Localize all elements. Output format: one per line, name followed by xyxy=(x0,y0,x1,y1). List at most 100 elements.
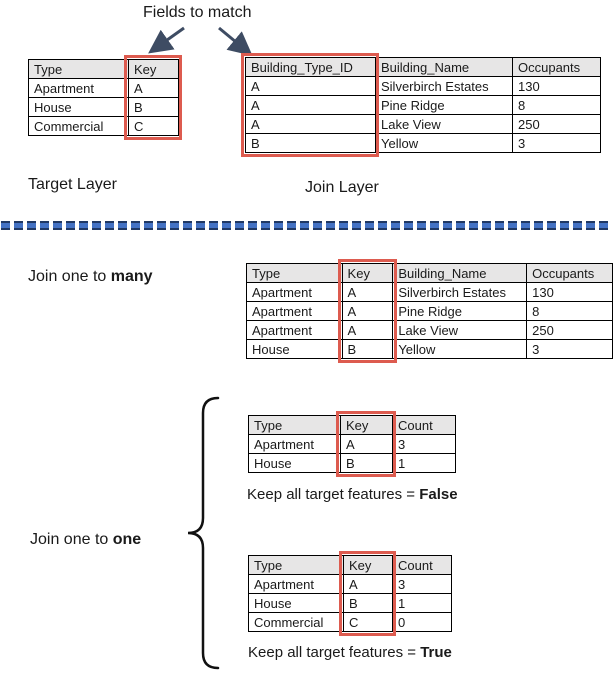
divider-dash xyxy=(482,221,491,230)
table-cell: 8 xyxy=(526,301,613,321)
table-cell: Silverbirch Estates xyxy=(375,76,513,96)
column-header: Type xyxy=(28,59,129,79)
column-header: Building_Name xyxy=(375,57,513,77)
divider-dash xyxy=(144,221,153,230)
divider-dash xyxy=(404,221,413,230)
table-cell: House xyxy=(246,339,343,359)
table-cell: A xyxy=(128,78,179,98)
divider-dash xyxy=(105,221,114,230)
join-one-to-many-label: Join one to many xyxy=(28,268,153,286)
divider-dash xyxy=(209,221,218,230)
fields-to-match-label: Fields to match xyxy=(143,4,252,21)
join-one-to-many-label-bold: many xyxy=(110,268,153,285)
column-header: Type xyxy=(248,555,344,575)
keep-all-true-caption-bold: True xyxy=(420,644,452,661)
divider-dash xyxy=(495,221,504,230)
table-cell: 3 xyxy=(392,434,456,454)
table-cell: A xyxy=(343,574,393,594)
divider-dash xyxy=(313,221,322,230)
table-cell: House xyxy=(28,97,129,117)
divider-dash xyxy=(326,221,335,230)
table-cell: 0 xyxy=(392,612,452,632)
table-cell: A xyxy=(341,301,394,321)
table-cell: Silverbirch Estates xyxy=(392,282,528,302)
divider-dash xyxy=(365,221,374,230)
table-cell: A xyxy=(341,320,394,340)
arrow-to-target-key-icon xyxy=(148,26,185,54)
column-header: Count xyxy=(392,555,452,575)
table-cell: Yellow xyxy=(375,133,513,153)
table-cell: 130 xyxy=(526,282,613,302)
table-cell: 130 xyxy=(512,76,601,96)
table-cell: A xyxy=(245,114,376,134)
divider-dash xyxy=(469,221,478,230)
table-cell: Pine Ridge xyxy=(392,301,528,321)
table-cell: 1 xyxy=(392,453,456,473)
table-cell: B xyxy=(343,593,393,613)
column-header: Key xyxy=(341,263,394,283)
table-cell: A xyxy=(340,434,393,454)
column-header: Key xyxy=(343,555,393,575)
keep-all-true-caption-prefix: Keep all target features = xyxy=(248,644,421,661)
column-header: Building_Name xyxy=(392,263,528,283)
table-cell: House xyxy=(248,593,344,613)
divider-dash xyxy=(40,221,49,230)
divider-dash xyxy=(300,221,309,230)
divider-dash xyxy=(235,221,244,230)
column-header: Occupants xyxy=(526,263,613,283)
divider-dash xyxy=(131,221,140,230)
keep-all-false-caption: Keep all target features = False xyxy=(247,486,458,503)
divider-dash xyxy=(547,221,556,230)
arrow-to-join-key-icon xyxy=(218,26,253,56)
table-cell: 3 xyxy=(526,339,613,359)
table-cell: Apartment xyxy=(246,301,343,321)
divider-dash xyxy=(1,221,10,230)
column-header: Type xyxy=(246,263,343,283)
table-cell: 250 xyxy=(526,320,613,340)
table-cell: Yellow xyxy=(392,339,528,359)
table-cell: Apartment xyxy=(248,574,344,594)
column-header: Key xyxy=(340,415,393,435)
table-cell: B xyxy=(341,339,394,359)
divider-dash xyxy=(248,221,257,230)
divider-dash xyxy=(53,221,62,230)
divider-dash xyxy=(222,221,231,230)
divider-dash xyxy=(560,221,569,230)
divider-dash xyxy=(196,221,205,230)
column-header: Building_Type_ID xyxy=(245,57,376,77)
section-divider xyxy=(1,221,613,230)
divider-dash xyxy=(183,221,192,230)
table-cell: C xyxy=(343,612,393,632)
join-one-to-one-label: Join one to one xyxy=(30,531,141,549)
divider-dash xyxy=(157,221,166,230)
divider-dash xyxy=(92,221,101,230)
table-cell: B xyxy=(245,133,376,153)
divider-dash xyxy=(14,221,23,230)
table-cell: 1 xyxy=(392,593,452,613)
join-one-to-one-label-bold: one xyxy=(112,531,142,548)
divider-dash xyxy=(352,221,361,230)
table-cell: 8 xyxy=(512,95,601,115)
table-cell: Apartment xyxy=(248,434,341,454)
divider-dash xyxy=(417,221,426,230)
